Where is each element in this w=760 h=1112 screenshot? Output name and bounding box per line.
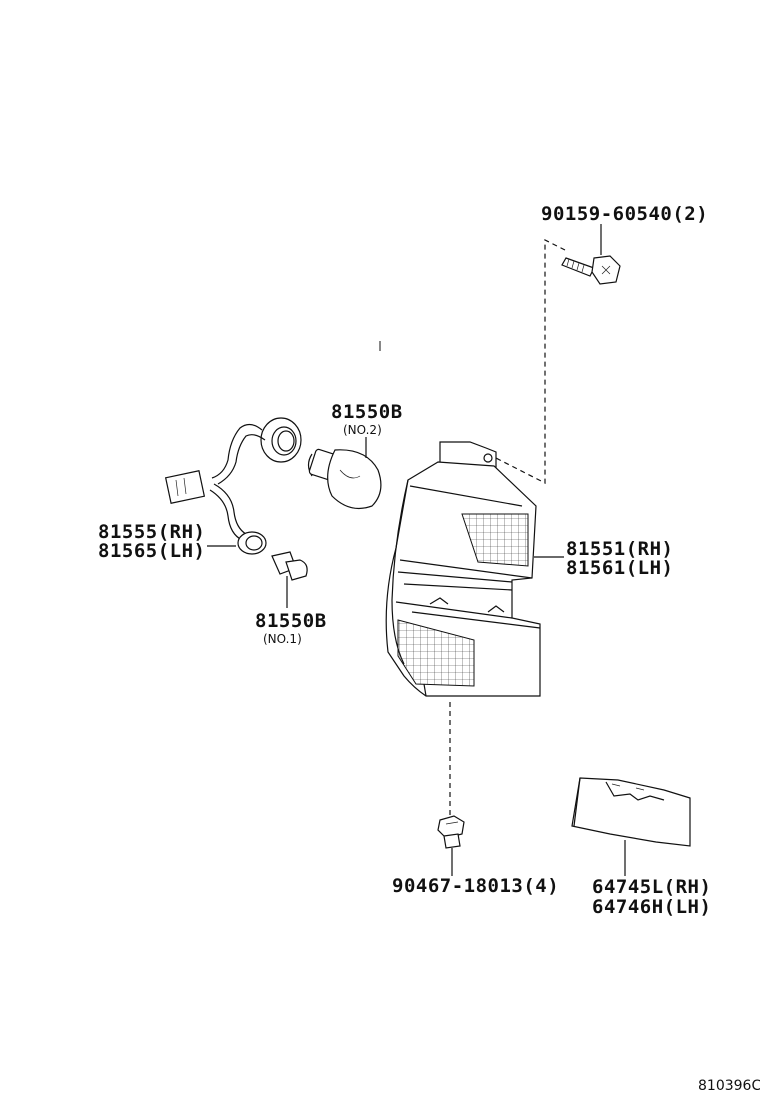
gasket-part-number-lh: 64746H(LH) (592, 896, 712, 918)
figure-reference: 810396C (698, 1078, 760, 1094)
lamp-part-number-rh: 81551(RH) (566, 538, 674, 560)
lamp-part-number-lh: 81561(LH) (566, 557, 674, 579)
screw-part (561, 255, 621, 285)
bulb-no1-part-number: 81550B (255, 610, 327, 632)
gasket-part-number-rh: 64745L(RH) (592, 876, 712, 898)
bulb-no2-subtitle: (NO.2) (343, 423, 382, 437)
bulb-no2-part (307, 448, 382, 509)
bulb-no1-subtitle: (NO.1) (263, 632, 302, 646)
bulb-no1-part (271, 551, 308, 581)
screw-dash-line (489, 239, 566, 484)
screw-part-number: 90159-60540(2) (541, 203, 709, 225)
gasket-part (571, 777, 691, 847)
nut-part (437, 815, 465, 849)
socket-harness-part (164, 417, 302, 555)
socket-part-number-lh: 81565(LH) (98, 540, 206, 562)
nut-part-number: 90467-18013(4) (392, 875, 560, 897)
lamp-assembly-part (385, 441, 541, 697)
socket-part-number-rh: 81555(RH) (98, 521, 206, 543)
bulb-no2-part-number: 81550B (331, 401, 403, 423)
